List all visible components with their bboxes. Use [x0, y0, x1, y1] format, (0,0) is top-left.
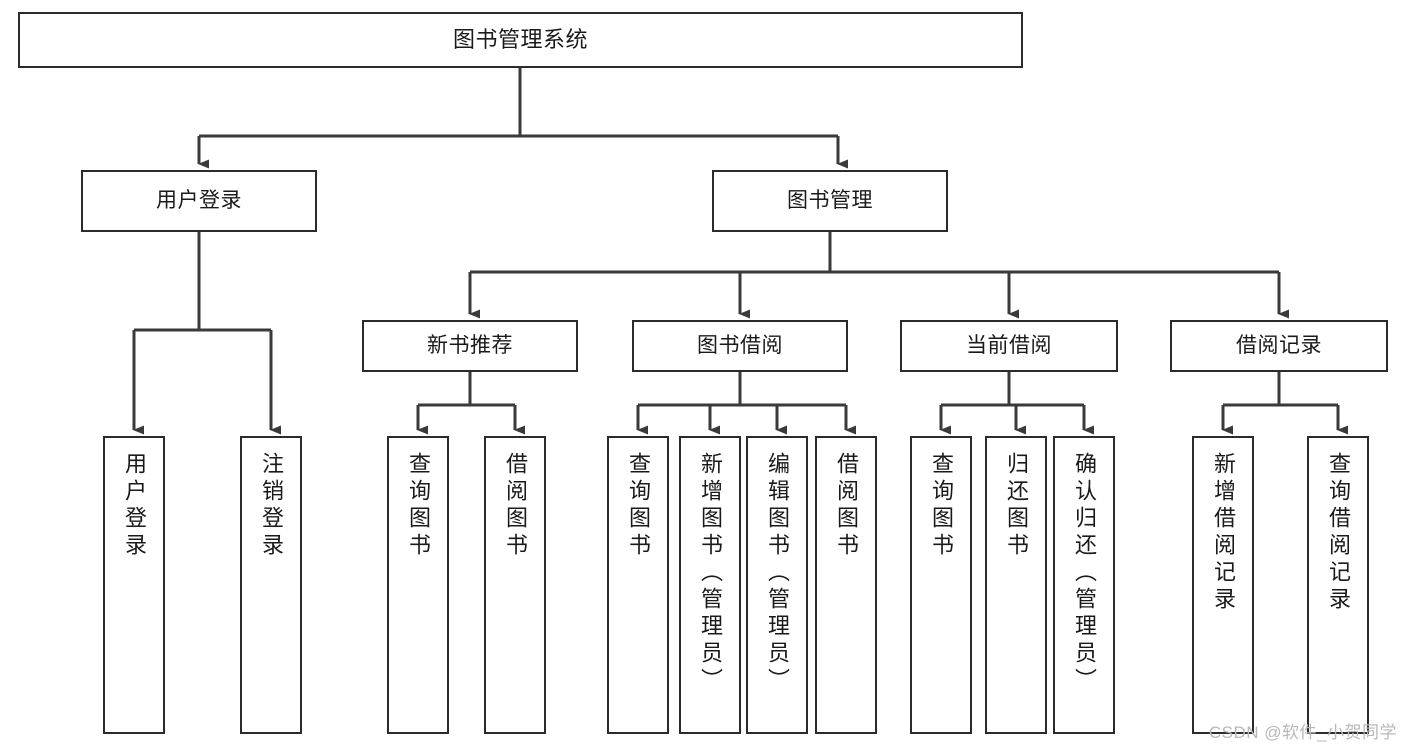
- node-leaf-query-book-3-label: 查询图书: [929, 452, 954, 560]
- node-leaf-user-login-label: 用户登录: [122, 452, 147, 560]
- node-leaf-borrow-book-1[interactable]: 借阅图书: [484, 436, 546, 734]
- node-leaf-query-book-3[interactable]: 查询图书: [910, 436, 972, 734]
- node-book-manage-label: 图书管理: [787, 189, 873, 213]
- node-book-manage[interactable]: 图书管理: [712, 170, 948, 232]
- watermark: CSDN @软件_小贺同学: [1208, 723, 1397, 742]
- node-leaf-query-book-1-label: 查询图书: [406, 452, 431, 560]
- node-root-label: 图书管理系统: [452, 26, 588, 52]
- node-leaf-user-login[interactable]: 用户登录: [103, 436, 165, 734]
- node-leaf-query-record-label: 查询借阅记录: [1326, 452, 1351, 614]
- node-leaf-logout[interactable]: 注销登录: [240, 436, 302, 734]
- node-current-borrow[interactable]: 当前借阅: [900, 320, 1118, 372]
- node-leaf-query-book-2[interactable]: 查询图书: [607, 436, 669, 734]
- node-leaf-query-book-2-label: 查询图书: [626, 452, 651, 560]
- node-leaf-confirm-return[interactable]: 确认归还（管理员）: [1053, 436, 1115, 734]
- node-leaf-edit-book-label: 编辑图书（管理员）: [765, 452, 790, 695]
- node-leaf-return-book[interactable]: 归还图书: [985, 436, 1047, 734]
- node-leaf-query-book-1[interactable]: 查询图书: [387, 436, 449, 734]
- node-leaf-query-record[interactable]: 查询借阅记录: [1307, 436, 1369, 734]
- node-current-borrow-label: 当前借阅: [966, 334, 1052, 358]
- node-book-borrow-label: 图书借阅: [697, 334, 783, 358]
- node-root[interactable]: 图书管理系统: [18, 12, 1023, 68]
- node-user-login[interactable]: 用户登录: [81, 170, 317, 232]
- node-leaf-add-record[interactable]: 新增借阅记录: [1192, 436, 1254, 734]
- node-user-login-label: 用户登录: [156, 189, 242, 213]
- node-leaf-edit-book[interactable]: 编辑图书（管理员）: [746, 436, 808, 734]
- node-new-book-rec-label: 新书推荐: [427, 334, 513, 358]
- node-leaf-return-book-label: 归还图书: [1004, 452, 1029, 560]
- node-book-borrow[interactable]: 图书借阅: [632, 320, 848, 372]
- node-leaf-confirm-return-label: 确认归还（管理员）: [1072, 452, 1097, 695]
- node-leaf-add-book[interactable]: 新增图书（管理员）: [679, 436, 741, 734]
- node-borrow-record-label: 借阅记录: [1236, 334, 1322, 358]
- node-leaf-add-book-label: 新增图书（管理员）: [698, 452, 723, 695]
- node-leaf-borrow-book-2[interactable]: 借阅图书: [815, 436, 877, 734]
- node-leaf-borrow-book-1-label: 借阅图书: [503, 452, 528, 560]
- node-new-book-rec[interactable]: 新书推荐: [362, 320, 578, 372]
- node-leaf-borrow-book-2-label: 借阅图书: [834, 452, 859, 560]
- node-leaf-add-record-label: 新增借阅记录: [1211, 452, 1236, 614]
- node-borrow-record[interactable]: 借阅记录: [1170, 320, 1388, 372]
- node-leaf-logout-label: 注销登录: [259, 452, 284, 560]
